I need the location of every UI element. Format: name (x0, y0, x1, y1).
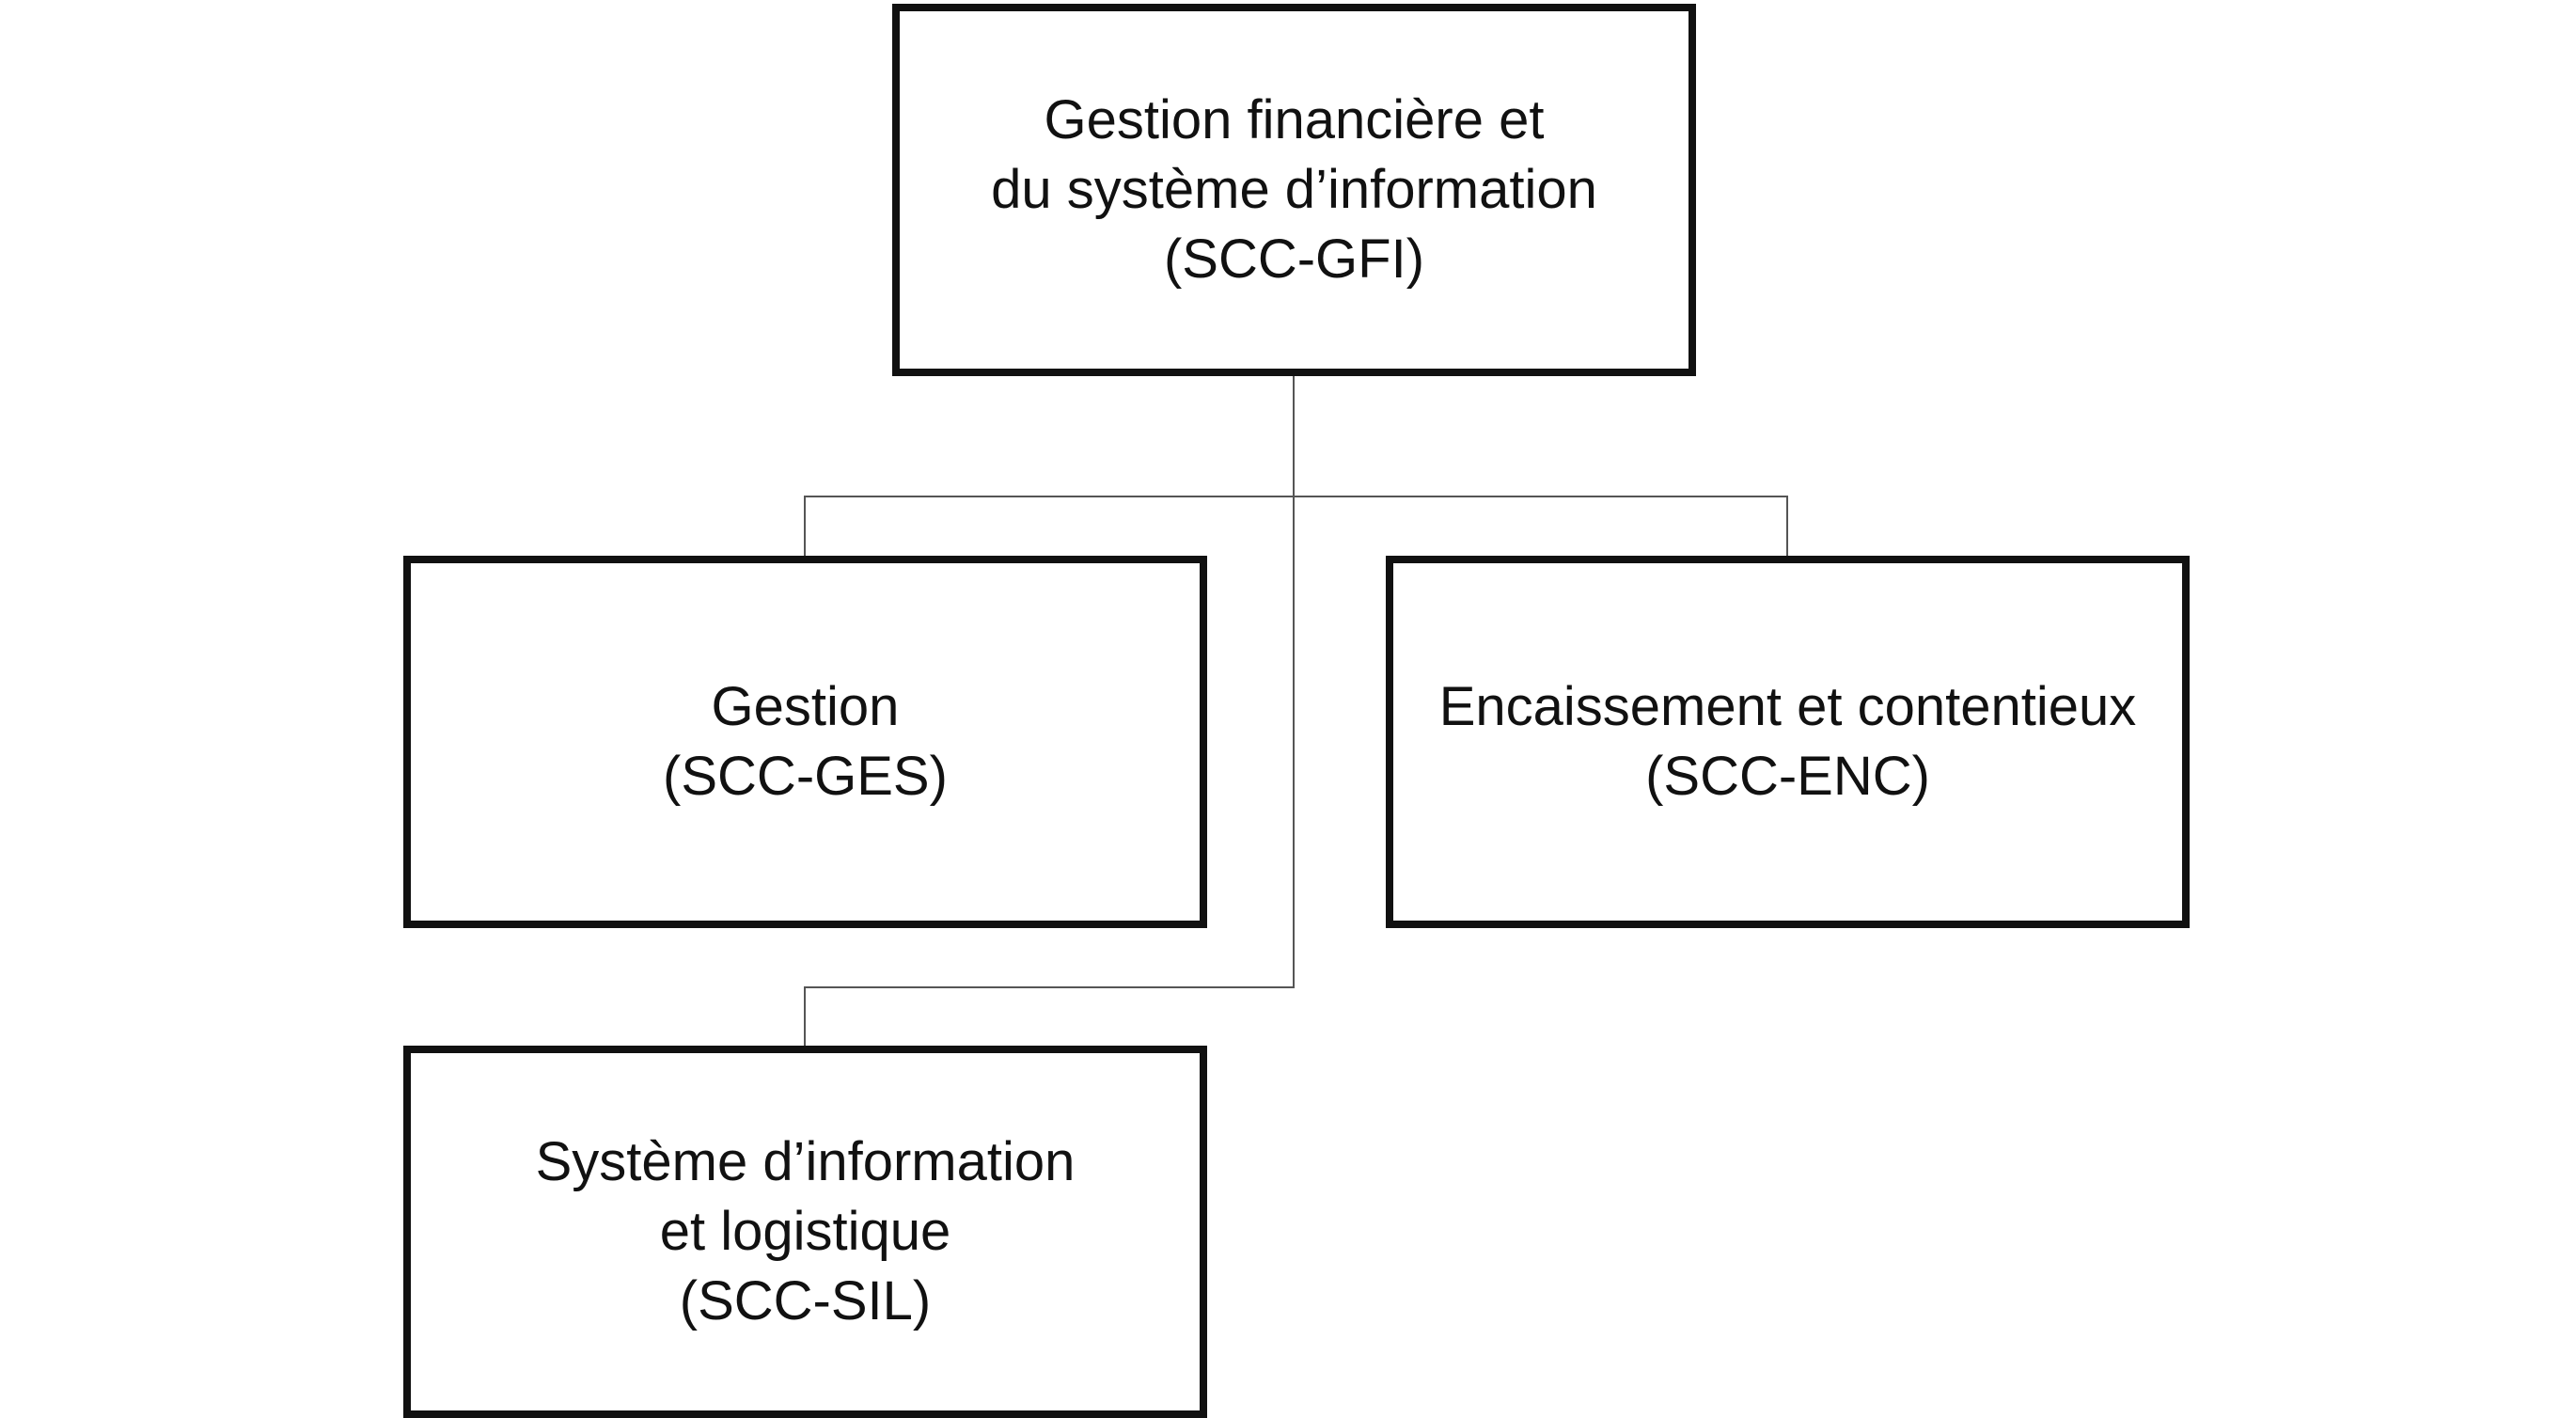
org-box-line: (SCC-ENC) (1645, 746, 1930, 807)
connector-top-to-enc (1294, 496, 1788, 556)
org-box-line: et logistique (659, 1201, 951, 1262)
org-box-label: Encaissement et contentieux (SCC-ENC) (1439, 672, 2137, 811)
org-box-line: Gestion financière et (1044, 89, 1545, 150)
org-box-gestion-financiere: Gestion financière et du système d’infor… (892, 4, 1696, 376)
org-box-line: Système d’information (535, 1131, 1076, 1192)
org-box-label: Gestion financière et du système d’infor… (991, 86, 1597, 294)
org-box-line: Encaissement et contentieux (1438, 676, 2137, 737)
org-box-line: (SCC-SIL) (679, 1270, 932, 1331)
org-box-line: (SCC-GES) (663, 746, 948, 807)
org-box-gestion: Gestion (SCC-GES) (403, 556, 1207, 928)
org-box-line: (SCC-GFI) (1163, 228, 1425, 290)
org-box-encaissement: Encaissement et contentieux (SCC-ENC) (1386, 556, 2190, 928)
org-box-line: Gestion (711, 676, 900, 737)
org-box-systeme-information: Système d’information et logistique (SCC… (403, 1046, 1207, 1418)
connector-top-to-ges (804, 376, 1295, 556)
org-box-line: du système d’information (991, 159, 1597, 220)
org-box-label: Gestion (SCC-GES) (663, 672, 948, 811)
org-box-label: Système d’information et logistique (SCC… (536, 1127, 1076, 1336)
connector-top-to-sil (804, 496, 1295, 1046)
